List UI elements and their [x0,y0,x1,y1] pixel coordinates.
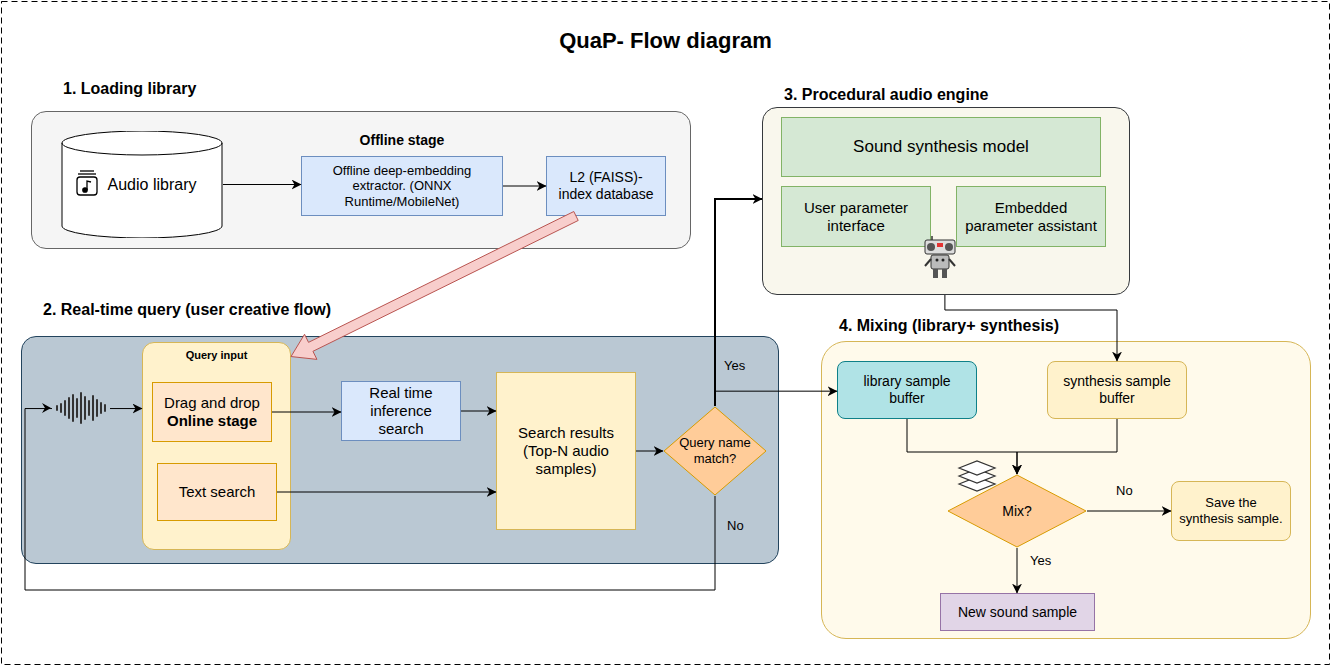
node-label: synthesis sample buffer [1054,373,1180,407]
node-label: library sample buffer [844,373,970,407]
node-label: Audio library [108,175,197,194]
process-box: Real time inference search [341,381,461,441]
engine-box: Sound synthesis model [781,117,1101,177]
database-box: L2 (FAISS)-index database [546,156,666,216]
flow-connector [461,411,496,412]
block-arrow [291,212,578,360]
flow-connector [1017,548,1018,593]
flow-connector [715,199,762,406]
section-heading: 1. Loading library [63,79,196,98]
edge-label: Yes [1030,553,1051,569]
node-label: Save the synthesis sample. [1178,495,1284,526]
waveform-icon [42,392,110,424]
buffer-box: synthesis sample buffer [1047,361,1187,419]
flow-connector [25,409,715,590]
results-box: Search results (Top-N audio samples) [496,372,636,530]
output-box: Save the synthesis sample. [1171,481,1291,541]
flow-connector [277,492,496,493]
buffer-box: library sample buffer [837,361,977,419]
edge-label: Yes [724,358,745,374]
node-label: Offline stage [302,132,502,149]
diamond-shape [948,475,1086,547]
flow-connector [223,184,301,185]
flow-connector [503,186,546,187]
input-box: Text search [157,463,277,521]
flow-connector [1017,419,1117,474]
input-group: Query inputDrag and dropOnline stageText… [142,342,291,550]
edge-label: No [727,518,744,534]
section-heading: 4. Mixing (library+ synthesis) [839,316,1059,335]
node-label: Search results (Top-N audio samples) [503,424,629,478]
section-band: 1. Loading libraryAudio libraryOffline s… [31,111,691,249]
section-band: 4. Mixing (library+ synthesis)library sa… [821,341,1311,639]
node-label: Query name match? [677,435,753,466]
node-label: User parameter interface [788,199,924,235]
edge-label: No [1116,483,1133,499]
node-label: Real time inference search [348,384,454,438]
flow-connector [907,419,1017,474]
node-label: Online stage [167,412,257,430]
output-box: New sound sample [940,593,1095,631]
process-box: Offline stageOffline deep-embedding extr… [301,156,503,216]
audio-file-icon [77,171,97,195]
node-label: Offline deep-embedding extractor. (ONNX … [308,163,496,210]
node-label: Mix? [1002,503,1032,520]
node-label: L2 (FAISS)-index database [553,169,659,203]
decision-diamond: Mix? [947,474,1087,548]
waveform-backdrop [52,392,110,424]
node-label: Query input [143,349,290,362]
node-label: Text search [179,483,256,501]
node-label: Embedded parameter assistant [963,199,1099,235]
flow-connector [715,391,837,406]
engine-box: User parameter interface [781,186,931,247]
node-label: Drag and drop [164,394,260,412]
robot-icon [925,236,955,278]
diagram-title: QuaP- Flow diagram [0,28,1331,54]
decision-diamond: Query name match? [663,406,767,496]
waveform-bars [57,393,105,423]
flow-connector [1087,511,1171,512]
database-cylinder: Audio library [61,131,223,238]
diamond-shape [664,407,766,495]
node-label: Sound synthesis model [853,137,1029,157]
layers-icon [959,461,995,491]
flow-connector [636,451,663,452]
arrow-head [42,403,51,413]
node-label: New sound sample [958,604,1077,621]
cylinder-body [62,131,222,238]
section-heading: 2. Real-time query (user creative flow) [43,300,331,319]
cylinder-rim [62,143,222,155]
flow-connector [945,295,1117,361]
section-band: 3. Procedural audio engineSound synthesi… [762,107,1130,295]
engine-box: Embedded parameter assistant [956,186,1106,247]
flow-connector [272,412,341,413]
section-band: 2. Real-time query (user creative flow)Q… [21,336,779,564]
section-heading: 3. Procedural audio engine [784,85,989,104]
input-box: Drag and dropOnline stage [152,382,272,442]
